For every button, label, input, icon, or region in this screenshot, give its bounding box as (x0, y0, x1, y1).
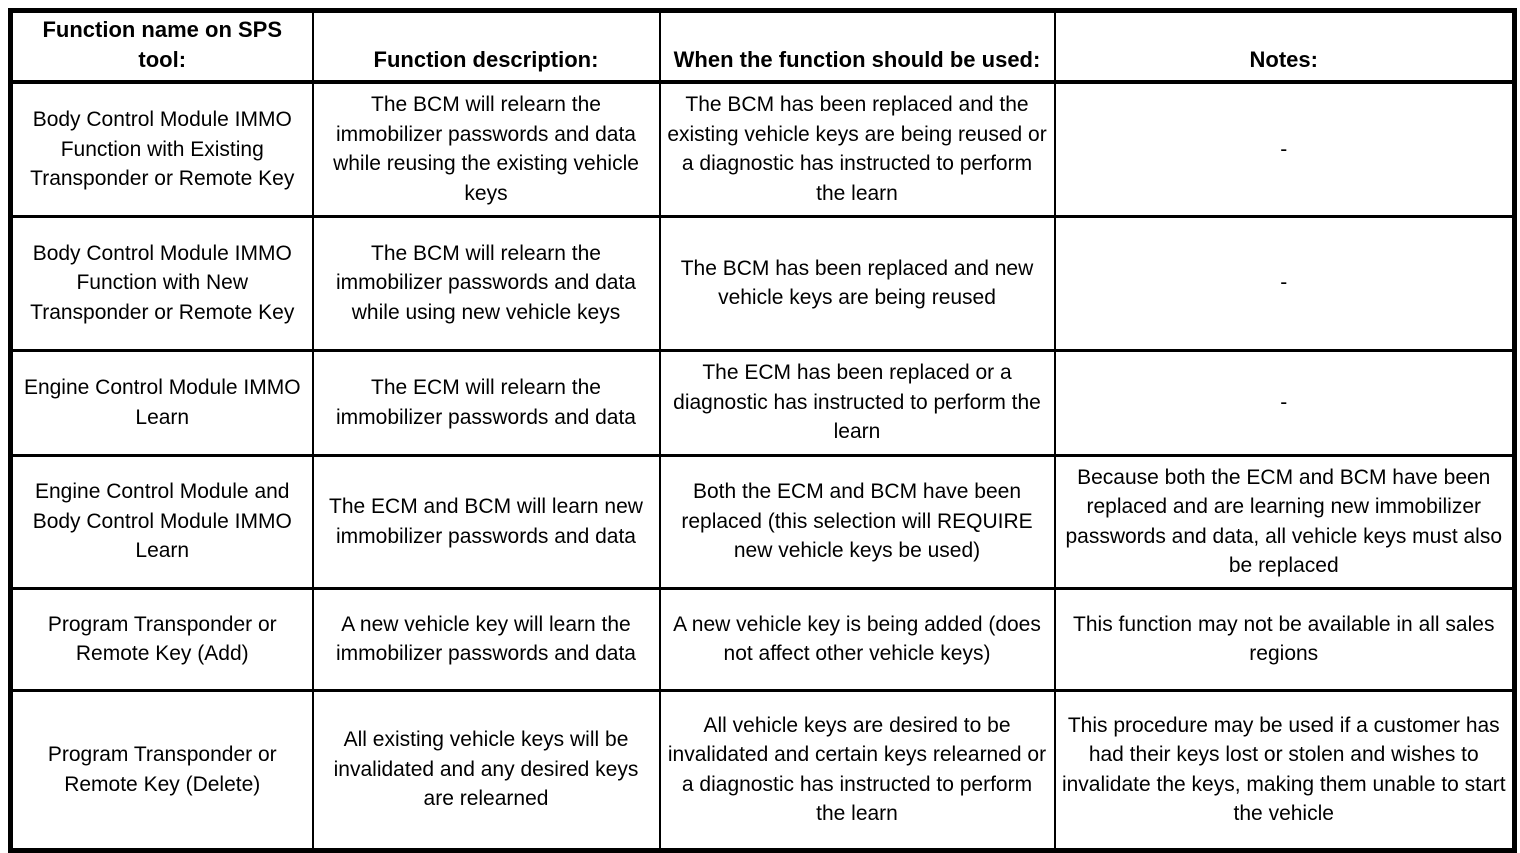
cell-function-name: Engine Control Module IMMO Learn (9, 348, 314, 455)
cell-notes: - (1053, 80, 1516, 216)
cell-when-used: The ECM has been replaced or a diagnosti… (658, 348, 1056, 455)
cell-function-description: The ECM and BCM will learn new immobiliz… (311, 453, 661, 588)
cell-when-used: The BCM has been replaced and new vehicl… (658, 214, 1056, 350)
table-row: Program Transponder or Remote Key (Add) … (9, 586, 1516, 690)
cell-function-description: The BCM will relearn the immobilizer pas… (311, 214, 661, 350)
table-row: Engine Control Module and Body Control M… (9, 453, 1516, 588)
cell-notes: - (1053, 214, 1516, 350)
table-header-row: Function name on SPS tool: Function desc… (9, 10, 1516, 84)
cell-function-name: Engine Control Module and Body Control M… (9, 453, 314, 588)
cell-function-description: A new vehicle key will learn the immobil… (311, 586, 661, 690)
table-row: Body Control Module IMMO Function with N… (9, 214, 1516, 350)
cell-function-description: The BCM will relearn the immobilizer pas… (311, 80, 661, 216)
cell-when-used: The BCM has been replaced and the existi… (658, 80, 1056, 216)
header-when-used: When the function should be used: (658, 10, 1056, 84)
cell-function-name: Program Transponder or Remote Key (Add) (9, 586, 314, 690)
cell-notes: This procedure may be used if a customer… (1053, 688, 1516, 850)
table-row: Engine Control Module IMMO Learn The ECM… (9, 348, 1516, 455)
cell-when-used: Both the ECM and BCM have been replaced … (658, 453, 1056, 588)
table-row: Program Transponder or Remote Key (Delet… (9, 688, 1516, 850)
cell-function-description: All existing vehicle keys will be invali… (311, 688, 661, 850)
header-function-description: Function description: (311, 10, 661, 84)
cell-function-name: Body Control Module IMMO Function with E… (9, 80, 314, 216)
cell-function-description: The ECM will relearn the immobilizer pas… (311, 348, 661, 455)
header-notes: Notes: (1053, 10, 1516, 84)
cell-function-name: Program Transponder or Remote Key (Delet… (9, 688, 314, 850)
cell-notes: Because both the ECM and BCM have been r… (1053, 453, 1516, 588)
cell-notes: This function may not be available in al… (1053, 586, 1516, 690)
cell-function-name: Body Control Module IMMO Function with N… (9, 214, 314, 350)
table-row: Body Control Module IMMO Function with E… (9, 80, 1516, 216)
sps-functions-table: Function name on SPS tool: Function desc… (8, 8, 1517, 853)
cell-when-used: A new vehicle key is being added (does n… (658, 586, 1056, 690)
header-function-name: Function name on SPS tool: (9, 10, 314, 84)
cell-notes: - (1053, 348, 1516, 455)
cell-when-used: All vehicle keys are desired to be inval… (658, 688, 1056, 850)
